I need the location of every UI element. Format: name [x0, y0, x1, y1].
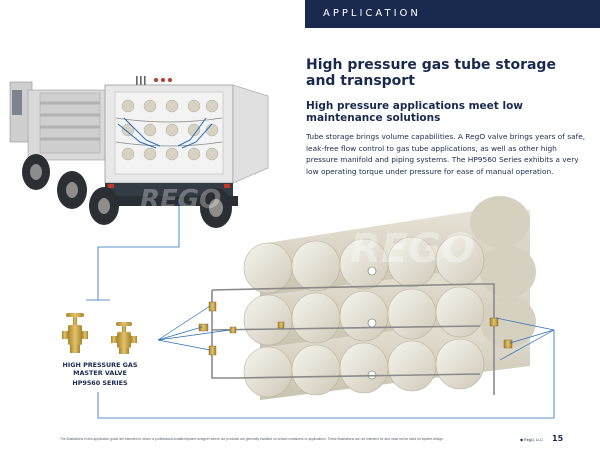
footer-disclaimer: The illustrations in this application gu…	[60, 437, 444, 441]
page-title: High pressure gas tube storage and trans…	[306, 57, 556, 89]
truck-watermark-text: REGO	[140, 185, 221, 215]
tube-trailer-truck	[9, 76, 269, 228]
valve-caption: HIGH PRESSURE GAS MASTER VALVE	[62, 361, 138, 377]
body-paragraph: Tube storage brings volume capabilities.…	[306, 132, 586, 176]
section-label: APPLICATION	[323, 8, 421, 19]
master-valve-product	[62, 313, 137, 354]
section-tab: APPLICATION	[305, 0, 600, 28]
valve-series: HP9560 SERIES	[72, 379, 128, 387]
valve-callout-lines	[97, 305, 555, 419]
watermark-text: REGO	[350, 226, 475, 272]
page-number: 15	[552, 434, 564, 443]
truck-callout-line	[97, 199, 180, 300]
gas-tube-storage-bundle	[198, 196, 536, 400]
page-subtitle: High pressure applications meet low main…	[306, 100, 523, 124]
footer-brand: ◆ RegO, LLC	[520, 438, 543, 442]
